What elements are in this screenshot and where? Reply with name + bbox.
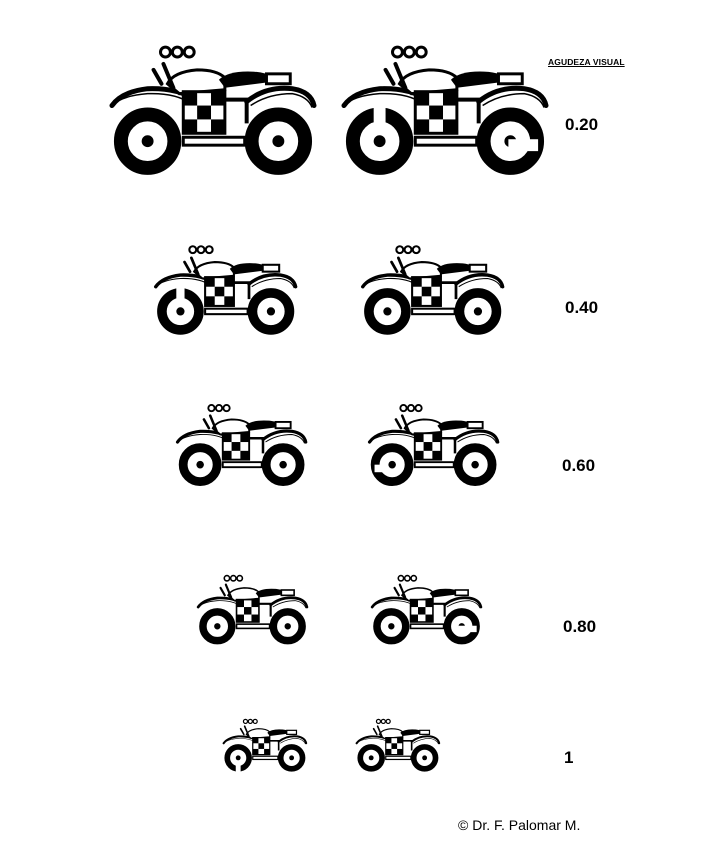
quad-row4-right <box>370 574 482 646</box>
quad-row5-right <box>355 718 440 773</box>
chart-header: AGUDEZA VISUAL <box>548 57 625 67</box>
atv-icon <box>175 403 307 488</box>
acuity-label-row4: 0.80 <box>563 617 597 636</box>
acuity-label-row2: 0.40 <box>565 298 599 317</box>
quad-row2-left <box>153 244 297 337</box>
acuity-label-row5: 1 <box>564 748 574 767</box>
quad-row2-right <box>360 244 504 337</box>
quad-row3-left <box>175 403 307 488</box>
acuity-label-row3: 0.60 <box>562 456 596 475</box>
quad-row3-right <box>367 403 499 488</box>
acuity-label-row1: 0.20 <box>565 115 599 134</box>
quad-row4-left <box>196 574 308 646</box>
atv-icon <box>222 718 307 773</box>
copyright-text: © Dr. F. Palomar M. <box>458 817 581 833</box>
atv-icon <box>367 403 499 488</box>
atv-icon <box>196 574 308 646</box>
atv-icon <box>153 244 297 337</box>
quad-row5-left <box>222 718 307 773</box>
atv-icon <box>370 574 482 646</box>
atv-icon <box>360 244 504 337</box>
quad-row1-left <box>108 44 316 178</box>
atv-icon <box>355 718 440 773</box>
atv-icon <box>340 44 548 178</box>
atv-icon <box>108 44 316 178</box>
quad-row1-right <box>340 44 548 178</box>
